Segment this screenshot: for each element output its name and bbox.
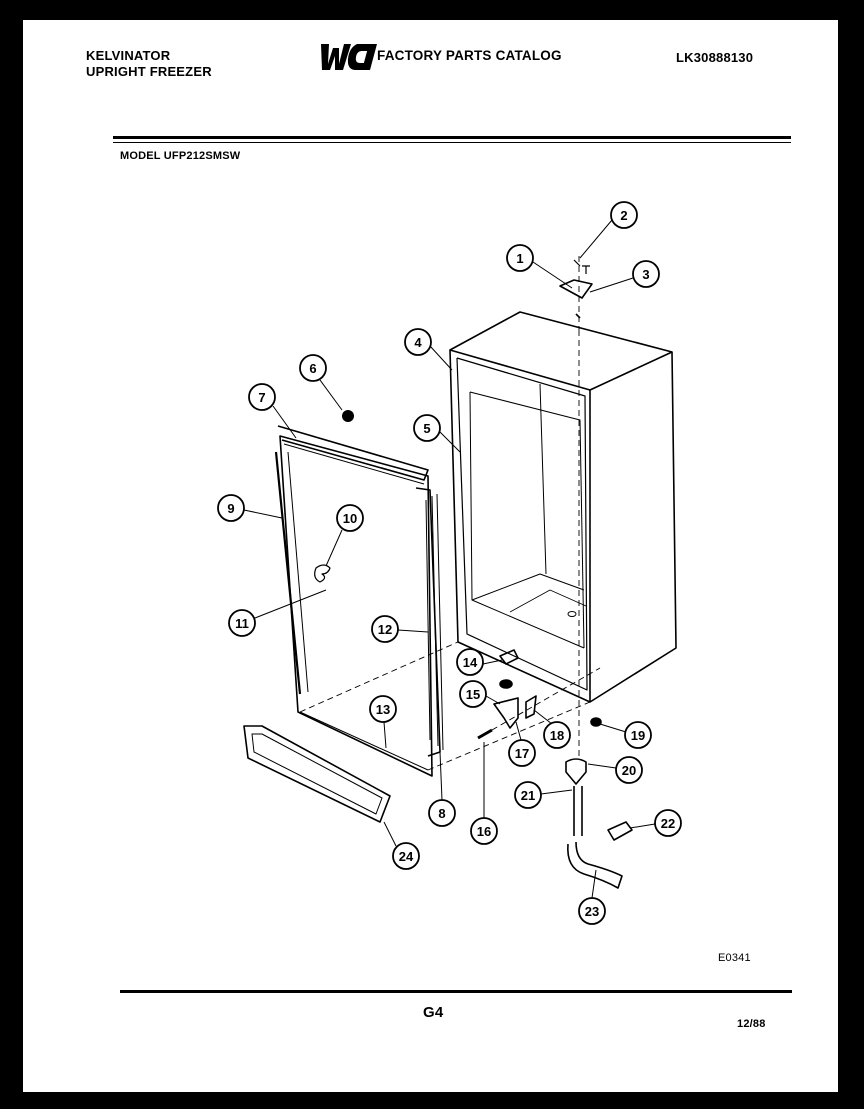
logo-text: WCI — [347, 59, 350, 61]
header-rule-thick — [113, 136, 791, 139]
svg-text:7: 7 — [258, 390, 265, 405]
svg-text:9: 9 — [227, 501, 234, 516]
svg-text:23: 23 — [585, 904, 599, 919]
svg-text:13: 13 — [376, 702, 390, 717]
alignment-lines — [299, 256, 601, 771]
brand-name: KELVINATOR — [86, 48, 171, 63]
callout-2: 2 — [579, 201, 638, 259]
callout-18: 18 — [533, 709, 571, 749]
svg-text:16: 16 — [477, 824, 491, 839]
callout-1: 1 — [506, 244, 573, 289]
product-type: UPRIGHT FREEZER — [86, 64, 212, 79]
catalog-title: FACTORY PARTS CATALOG — [377, 48, 562, 63]
svg-text:4: 4 — [414, 335, 422, 350]
svg-text:17: 17 — [515, 746, 529, 761]
callout-14: 14 — [456, 648, 503, 676]
door — [274, 425, 433, 777]
svg-text:8: 8 — [438, 806, 445, 821]
svg-text:12: 12 — [378, 622, 392, 637]
header-rule-thin — [113, 142, 791, 143]
catalog-code: LK30888130 — [676, 50, 754, 65]
footer-rule — [120, 990, 792, 993]
callout-17: 17 — [508, 721, 536, 767]
callout-9: 9 — [217, 494, 283, 522]
svg-text:14: 14 — [463, 655, 478, 670]
hinge-parts — [477, 259, 633, 889]
svg-text:24: 24 — [399, 849, 414, 864]
callout-7: 7 — [248, 383, 297, 439]
catalog-date: 12/88 — [737, 1018, 766, 1030]
svg-text:19: 19 — [631, 728, 645, 743]
callout-24: 24 — [383, 821, 420, 870]
callout-19: 19 — [599, 721, 652, 749]
svg-text:6: 6 — [309, 361, 316, 376]
callout-11: 11 — [228, 589, 327, 637]
drawing-code: E0341 — [718, 952, 751, 964]
callout-20: 20 — [587, 756, 643, 784]
cabinet — [449, 311, 677, 703]
callout-8: 8 — [428, 751, 456, 827]
callout-4: 4 — [404, 328, 453, 371]
callout-21: 21 — [514, 781, 573, 809]
svg-text:10: 10 — [343, 511, 357, 526]
svg-text:2: 2 — [620, 208, 627, 223]
callout-22: 22 — [629, 809, 682, 837]
svg-text:22: 22 — [661, 816, 675, 831]
callout-13: 13 — [369, 695, 397, 749]
brand-block: KELVINATOR UPRIGHT FREEZER — [86, 48, 212, 80]
callout-5: 5 — [413, 414, 461, 453]
callout-15: 15 — [459, 680, 501, 708]
page-number: G4 — [423, 1004, 444, 1021]
toe-grille — [243, 725, 391, 823]
svg-text:5: 5 — [423, 421, 430, 436]
svg-text:3: 3 — [642, 267, 649, 282]
svg-text:20: 20 — [622, 763, 636, 778]
callout-16: 16 — [470, 742, 498, 845]
model-number: MODEL UFP212SMSW — [120, 150, 241, 162]
wci-logo: WCI — [321, 44, 377, 70]
callout-12: 12 — [371, 615, 429, 643]
catalog-page — [23, 20, 838, 1092]
callout-23: 23 — [578, 869, 606, 925]
svg-text:21: 21 — [521, 788, 535, 803]
svg-text:1: 1 — [516, 251, 523, 266]
svg-text:18: 18 — [550, 728, 564, 743]
svg-text:11: 11 — [235, 616, 249, 631]
callout-6: 6 — [299, 354, 354, 422]
callout-3: 3 — [589, 260, 660, 293]
door-gasket — [415, 487, 444, 757]
svg-text:15: 15 — [466, 687, 480, 702]
part-callouts: 1 2 3 4 5 6 7 8 9 10 11 12 13 14 15 16 1… — [217, 201, 682, 925]
callout-10: 10 — [325, 504, 364, 567]
